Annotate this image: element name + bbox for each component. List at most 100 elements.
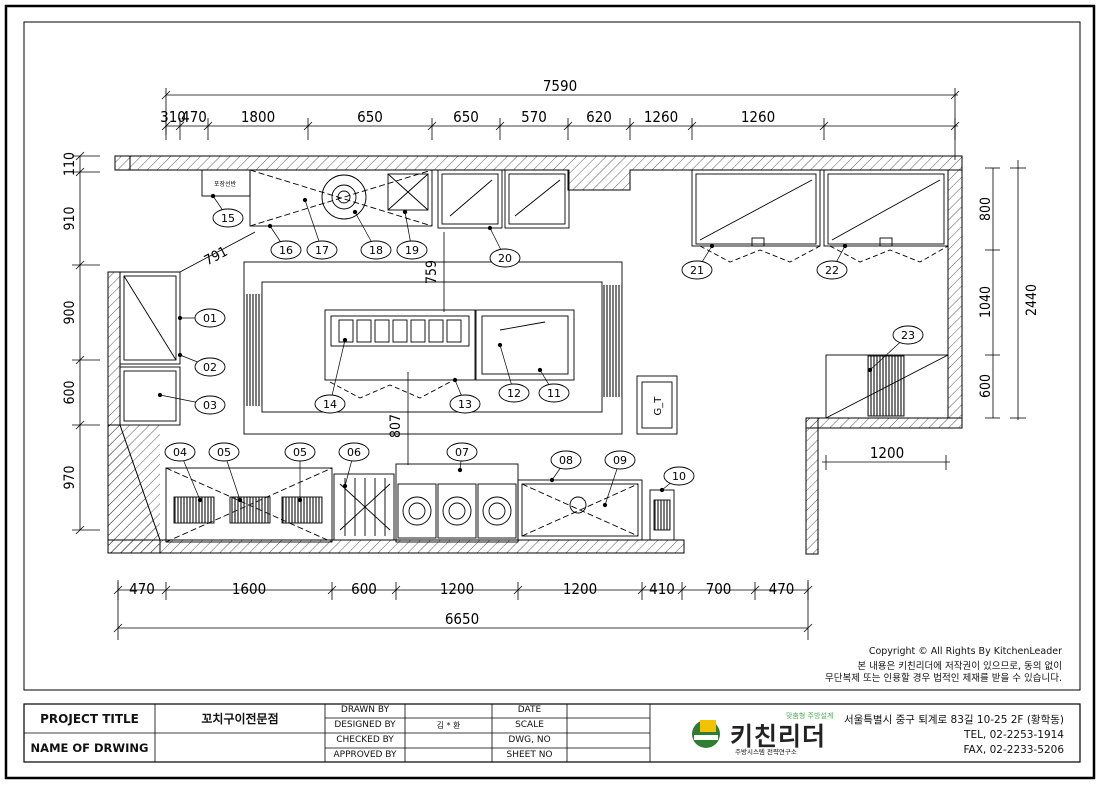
dim-807: 807: [388, 414, 404, 438]
project-title-label: PROJECT TITLE: [40, 712, 139, 726]
label-05: 05: [208, 442, 240, 462]
label-10: 10: [663, 466, 695, 486]
copyright-line-2: 본 내용은 키친리더에 저작권이 있으므로, 동의 없이: [857, 661, 1062, 672]
dim-top-1: 470: [181, 108, 207, 126]
grill-05a: [229, 496, 271, 524]
label-17: 17: [306, 240, 338, 260]
date-label: DATE: [517, 705, 542, 715]
dim-top-3: 650: [357, 108, 383, 126]
company-fax: FAX, 02-2233-5206: [963, 744, 1064, 756]
grill-04: [173, 496, 215, 524]
dim-759: 759: [424, 260, 440, 284]
dim-left-2: 900: [62, 300, 78, 324]
title-block: [23, 703, 1081, 763]
project-name: 꼬치구이전문점: [201, 712, 279, 726]
sink-08-09: [517, 479, 643, 541]
sheet-no-label: SHEET NO: [506, 750, 553, 760]
svg-text:09: 09: [613, 454, 627, 467]
label-09: 09: [604, 450, 636, 470]
drawing-area-border: [23, 21, 1081, 691]
counter-04-05: [165, 467, 333, 543]
sink-19: [387, 173, 429, 211]
svg-text:14: 14: [323, 398, 337, 411]
dim-left-3: 600: [62, 380, 78, 404]
label-14: 14: [314, 394, 346, 414]
svg-text:20: 20: [498, 252, 512, 265]
kitchenleader-logo: [692, 720, 720, 748]
right-dimensions: [985, 160, 1026, 420]
dim-bottom-3: 1200: [440, 580, 474, 598]
dim-total-top: 7590: [543, 77, 577, 95]
dim-top-5: 570: [521, 108, 547, 126]
svg-text:23: 23: [901, 329, 915, 342]
dim-right-outer: 2440: [1024, 284, 1040, 316]
equipment: [119, 169, 949, 543]
dim-bottom-1: 1600: [232, 580, 266, 598]
dim-left-1: 910: [62, 206, 78, 230]
label-20: 20: [489, 248, 521, 268]
svg-text:13: 13: [458, 398, 472, 411]
dim-bottom-7: 470: [769, 580, 795, 598]
label-18: 18: [360, 240, 392, 260]
fridge-21: [691, 169, 821, 247]
svg-text:08: 08: [559, 454, 573, 467]
fridge-20b: [504, 169, 570, 229]
svg-text:07: 07: [455, 446, 469, 459]
label-23: 23: [892, 325, 924, 345]
dim-bottom-5: 410: [649, 580, 675, 598]
dim-bottom-4: 1200: [563, 580, 597, 598]
burner-18: [321, 174, 367, 220]
label-22: 22: [816, 260, 848, 280]
svg-text:16: 16: [279, 244, 293, 257]
svg-text:21: 21: [690, 264, 704, 277]
label-07: 07: [446, 442, 478, 462]
dim-top-4: 650: [453, 108, 479, 126]
packing-shelf-label: 포장선반: [214, 180, 237, 188]
company-tel: TEL, 02-2253-1914: [964, 729, 1064, 741]
prep-table-14: [324, 309, 476, 381]
label-03: 03: [194, 395, 226, 415]
dim-left-0: 110: [62, 152, 78, 176]
shelf-03: [119, 366, 181, 426]
svg-text:04: 04: [173, 446, 187, 459]
label-leaders: [157, 193, 909, 508]
island-outer: [243, 261, 623, 435]
label-05: 05: [284, 442, 316, 462]
dwg-no-label: DWG, NO: [508, 735, 551, 745]
dim-top-2: 1800: [241, 108, 275, 126]
dim-right-600: 600: [978, 374, 994, 398]
label-21: 21: [681, 260, 713, 280]
grill-05b: [281, 496, 323, 524]
dim-diagonal-line: [179, 231, 256, 273]
svg-text:19: 19: [405, 244, 419, 257]
svg-text:02: 02: [203, 361, 217, 374]
svg-text:11: 11: [547, 387, 561, 400]
dim-bottom-6: 700: [706, 580, 732, 598]
counter-16-19: [249, 169, 433, 227]
dim-top-6: 620: [586, 108, 612, 126]
svg-text:17: 17: [315, 244, 329, 257]
copyright-line-1: Copyright © All Rights By KitchenLeader: [868, 646, 1062, 657]
checked-by-label: CHECKED BY: [336, 735, 394, 745]
stair-23: [825, 354, 949, 419]
corridor-dimension: [822, 455, 950, 470]
scale-label: SCALE: [515, 720, 544, 730]
svg-text:05: 05: [217, 446, 231, 459]
dim-corridor: 1200: [870, 444, 904, 462]
approved-by-label: APPROVED BY: [333, 750, 397, 760]
svg-text:05: 05: [293, 446, 307, 459]
top-dimensions: [161, 88, 960, 160]
dim-top-7: 1260: [644, 108, 678, 126]
designer-name: 김 * 환: [436, 721, 461, 730]
svg-text:10: 10: [672, 470, 686, 483]
copyright-line-3: 무단복제 또는 인용할 경우 법적인 제재를 받을 수 있습니다.: [825, 673, 1062, 684]
label-12: 12: [498, 383, 530, 403]
label-15: 15: [212, 208, 244, 228]
label-19: 19: [396, 240, 428, 260]
dim-total-bottom: 6650: [445, 610, 479, 628]
worktable-11: [475, 309, 575, 381]
svg-text:18: 18: [369, 244, 383, 257]
company-address: 서울특별시 중구 퇴계로 83길 10-25 2F (황학동): [843, 714, 1064, 726]
